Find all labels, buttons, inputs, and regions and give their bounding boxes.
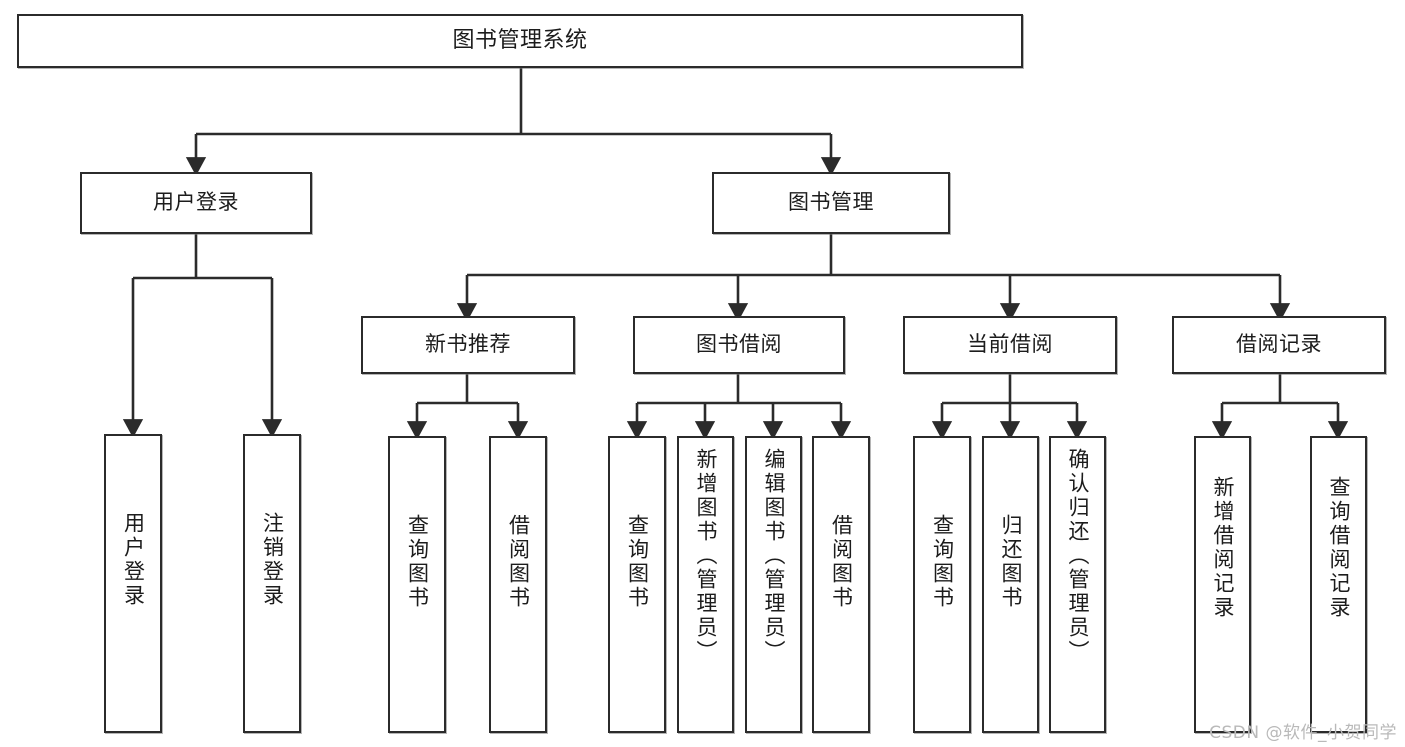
node-label: 当前借阅 (967, 332, 1053, 357)
node-book-management[interactable]: 图书管理 (712, 172, 950, 234)
node-label: 借阅记录 (1236, 332, 1322, 357)
node-label: 借阅图书 (506, 514, 531, 610)
leaf-confirm-return-admin[interactable]: 确认归还（管理员） (1049, 436, 1106, 733)
node-label: 用户登录 (121, 512, 146, 608)
leaf-add-borrow-record[interactable]: 新增借阅记录 (1194, 436, 1251, 733)
csdn-watermark: CSDN @软件_小贺同学 (1209, 723, 1397, 743)
node-label: 归还图书 (999, 514, 1023, 610)
leaf-borrow-book-2[interactable]: 借阅图书 (812, 436, 870, 733)
node-label: 查询图书 (625, 514, 650, 610)
leaf-query-borrow-record[interactable]: 查询借阅记录 (1310, 436, 1367, 733)
leaf-query-book-3[interactable]: 查询图书 (913, 436, 971, 733)
leaf-return-book[interactable]: 归还图书 (982, 436, 1039, 733)
node-label: 注销登录 (260, 512, 285, 608)
node-book-borrow[interactable]: 图书借阅 (633, 316, 845, 374)
leaf-query-book-1[interactable]: 查询图书 (388, 436, 446, 733)
node-label: 查询图书 (405, 514, 430, 610)
node-label: 确认归还（管理员） (1066, 448, 1090, 664)
node-new-book-recommendation[interactable]: 新书推荐 (361, 316, 575, 374)
node-label: 图书管理系统 (452, 27, 588, 53)
node-label: 查询借阅记录 (1327, 476, 1351, 620)
leaf-query-book-2[interactable]: 查询图书 (608, 436, 666, 733)
node-label: 新书推荐 (425, 332, 511, 357)
node-label: 用户登录 (153, 190, 239, 215)
leaf-logout[interactable]: 注销登录 (243, 434, 301, 733)
leaf-user-login[interactable]: 用户登录 (104, 434, 162, 733)
leaf-add-book-admin[interactable]: 新增图书（管理员） (677, 436, 734, 733)
node-label: 新增图书（管理员） (694, 448, 718, 664)
node-root-book-management-system[interactable]: 图书管理系统 (17, 14, 1023, 68)
leaf-borrow-book-1[interactable]: 借阅图书 (489, 436, 547, 733)
node-label: 查询图书 (930, 514, 955, 610)
node-label: 新增借阅记录 (1211, 476, 1235, 620)
node-user-login[interactable]: 用户登录 (80, 172, 312, 234)
leaf-edit-book-admin[interactable]: 编辑图书（管理员） (745, 436, 802, 733)
node-borrow-record[interactable]: 借阅记录 (1172, 316, 1386, 374)
node-label: 编辑图书（管理员） (762, 448, 786, 664)
node-label: 借阅图书 (829, 514, 854, 610)
node-label: 图书借阅 (696, 332, 782, 357)
node-current-borrow[interactable]: 当前借阅 (903, 316, 1117, 374)
node-label: 图书管理 (788, 190, 874, 215)
